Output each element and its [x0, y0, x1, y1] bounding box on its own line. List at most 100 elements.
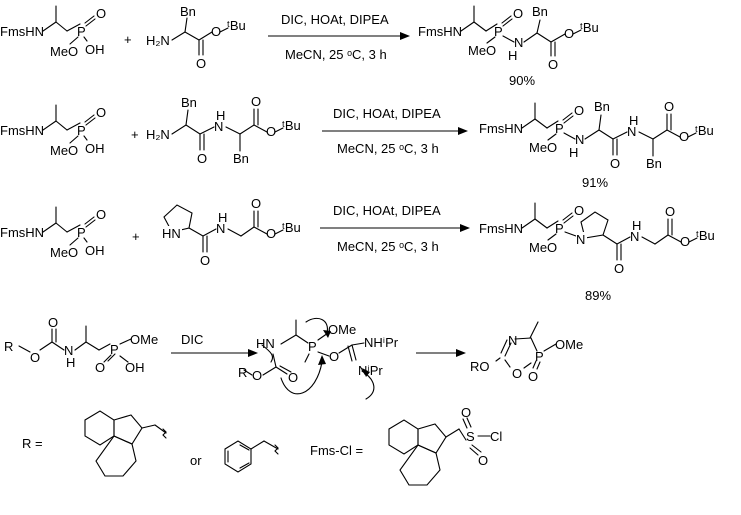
amide-oxygen-label: O: [614, 261, 624, 276]
carbonyl-oxygen-label: O: [665, 204, 675, 219]
amide-n-label: N: [575, 132, 584, 147]
oxazaphospholidine-product: RO N O P OMe O: [470, 321, 583, 384]
nh-isopropyl-label: NHⁱPr: [364, 335, 399, 350]
fluorenylmethyl-structure: [84, 410, 167, 477]
amide-h-label: H: [632, 218, 641, 233]
amide-oxygen-label: O: [200, 253, 210, 268]
phosphorus-label: P: [555, 221, 564, 236]
carbonyl-oxygen-label: O: [251, 94, 261, 109]
phosphonate-oxygen-label: O: [329, 349, 339, 364]
mechanism-row: R O O N H P OMe O OH DIC: [4, 315, 583, 400]
reaction-row-2: FmsHN MeO P O OH + H₂N Bn O N H Bn: [0, 94, 714, 190]
reactant-amino-ester-1: H₂N Bn O O ᵗBu: [146, 4, 246, 71]
reactant-dipeptide-ester: H₂N Bn O N H Bn O O ᵗBu: [146, 94, 301, 166]
n-isopropyl-label: NⁱPr: [358, 363, 383, 378]
amine-label: FmsHN: [479, 121, 523, 136]
legend-row: R = or Fms-Cl =: [22, 405, 502, 486]
carbonyl-oxygen-label: O: [548, 57, 558, 72]
dic-arrow: DIC: [171, 332, 258, 357]
ring-o-label: O: [512, 366, 522, 381]
oxo-label: O: [96, 6, 106, 21]
tert-butyl-label: ᵗBu: [696, 228, 715, 243]
ester-oxygen-label: O: [564, 26, 574, 41]
hydroxy-label: OH: [125, 360, 145, 375]
tert-butyl-label: ᵗBu: [282, 220, 301, 235]
product-3: FmsHN MeO P O N O N H O O ᵗBu: [479, 202, 715, 276]
product-1: FmsHN MeO P O N H Bn O O ᵗBu: [418, 4, 599, 72]
ester-oxygen-label: O: [679, 129, 689, 144]
ester-oxygen-label: O: [30, 350, 40, 365]
methoxy-label: MeO: [468, 43, 496, 58]
alkoxy-label: RO: [470, 359, 490, 374]
reaction-arrow-3: DIC, HOAt, DIPEA MeCN, 25 ᵒC, 3 h: [320, 203, 470, 254]
amide-h-label: H: [508, 48, 517, 63]
oxo-label: O: [574, 103, 584, 118]
conditions-reagents: DIC, HOAt, DIPEA: [333, 203, 441, 218]
amine-label: FmsHN: [418, 24, 462, 39]
carbonyl-oxygen-label: O: [251, 196, 261, 211]
methoxy-label: MeO: [529, 140, 557, 155]
r-group-label: R: [4, 339, 13, 354]
yield-label: 89%: [585, 288, 611, 303]
reactant-phosphonic-acid-2: FmsHN MeO P O OH: [0, 104, 106, 158]
ring-n-label: N: [508, 333, 517, 348]
phosphorus-label: P: [77, 24, 86, 39]
benzyl-label: Bn: [532, 4, 548, 19]
amide-oxygen-label: O: [610, 156, 620, 171]
amide-oxygen-label: O: [197, 151, 207, 166]
ester-oxygen-label: O: [211, 24, 221, 39]
sulfonyl-oxygen-label-1: O: [461, 405, 471, 420]
fms-cl-structure: O O S Cl: [388, 405, 502, 486]
amide-h-label: H: [218, 210, 227, 225]
amide-h-label: H: [216, 108, 225, 123]
reaction-arrow-1: DIC, HOAt, DIPEA MeCN, 25 ᵒC, 3 h: [268, 12, 410, 62]
conditions-reagents: DIC, HOAt, DIPEA: [281, 12, 389, 27]
reaction-row-1: FmsHN MeO P O OH + H₂N Bn O O ᵗBu DIC, H…: [0, 4, 599, 88]
amine-label: FmsHN: [0, 225, 44, 240]
reaction-arrow-2: DIC, HOAt, DIPEA MeCN, 25 ᵒC, 3 h: [322, 106, 468, 156]
benzyl-label-1: Bn: [594, 99, 610, 114]
amine-label: FmsHN: [479, 221, 523, 236]
ester-oxygen-label: O: [680, 234, 690, 249]
r-group-label: R: [238, 365, 247, 380]
amine-label: H₂N: [146, 33, 170, 48]
tert-butyl-label: ᵗBu: [695, 123, 714, 138]
ring-n-label: N: [576, 232, 585, 247]
methoxy-label: OMe: [130, 332, 158, 347]
amide-n-label: N: [214, 119, 223, 134]
carbonyl-oxygen-label: O: [196, 56, 206, 71]
phosphorus-label: P: [308, 339, 317, 354]
carbamate-h-label: H: [66, 355, 75, 370]
amide-n-label: N: [630, 229, 639, 244]
r-equals-label: R =: [22, 436, 43, 451]
amine-label: FmsHN: [0, 123, 44, 138]
oxo-label: O: [96, 105, 106, 120]
conditions-solvent: MeCN, 25 ᵒC, 3 h: [337, 239, 439, 254]
hydroxy-label: OH: [85, 243, 105, 258]
carbamate-substrate: R O O N H P OMe O OH: [4, 315, 158, 375]
oxo-label: O: [528, 369, 538, 384]
tert-butyl-label: ᵗBu: [282, 118, 301, 133]
plus-sign: +: [132, 229, 140, 244]
hydroxy-label: OH: [85, 141, 105, 156]
methoxy-label: MeO: [50, 44, 78, 59]
oxo-label: O: [574, 203, 584, 218]
methoxy-label: OMe: [328, 322, 356, 337]
sulfonyl-oxygen-label-2: O: [478, 453, 488, 468]
carbonyl-oxygen-label: O: [288, 370, 298, 385]
dic-label: DIC: [181, 332, 203, 347]
ester-oxygen-label: O: [266, 226, 276, 241]
phosphorus-label: P: [494, 24, 503, 39]
oxo-label: O: [96, 207, 106, 222]
cyclization-arrow: [416, 349, 466, 357]
reactant-prolyl-glycine-ester: HN O N H O O ᵗBu: [162, 196, 301, 268]
hn-label: HN: [256, 336, 275, 351]
amine-label: FmsHN: [0, 24, 44, 39]
amide-n-label-2: N: [627, 124, 636, 139]
ester-oxygen-label: O: [252, 368, 262, 383]
methoxy-label: MeO: [529, 240, 557, 255]
phosphorus-label: P: [77, 123, 86, 138]
hydroxy-label: OH: [85, 42, 105, 57]
methoxy-label: MeO: [50, 143, 78, 158]
oxo-label: O: [95, 360, 105, 375]
